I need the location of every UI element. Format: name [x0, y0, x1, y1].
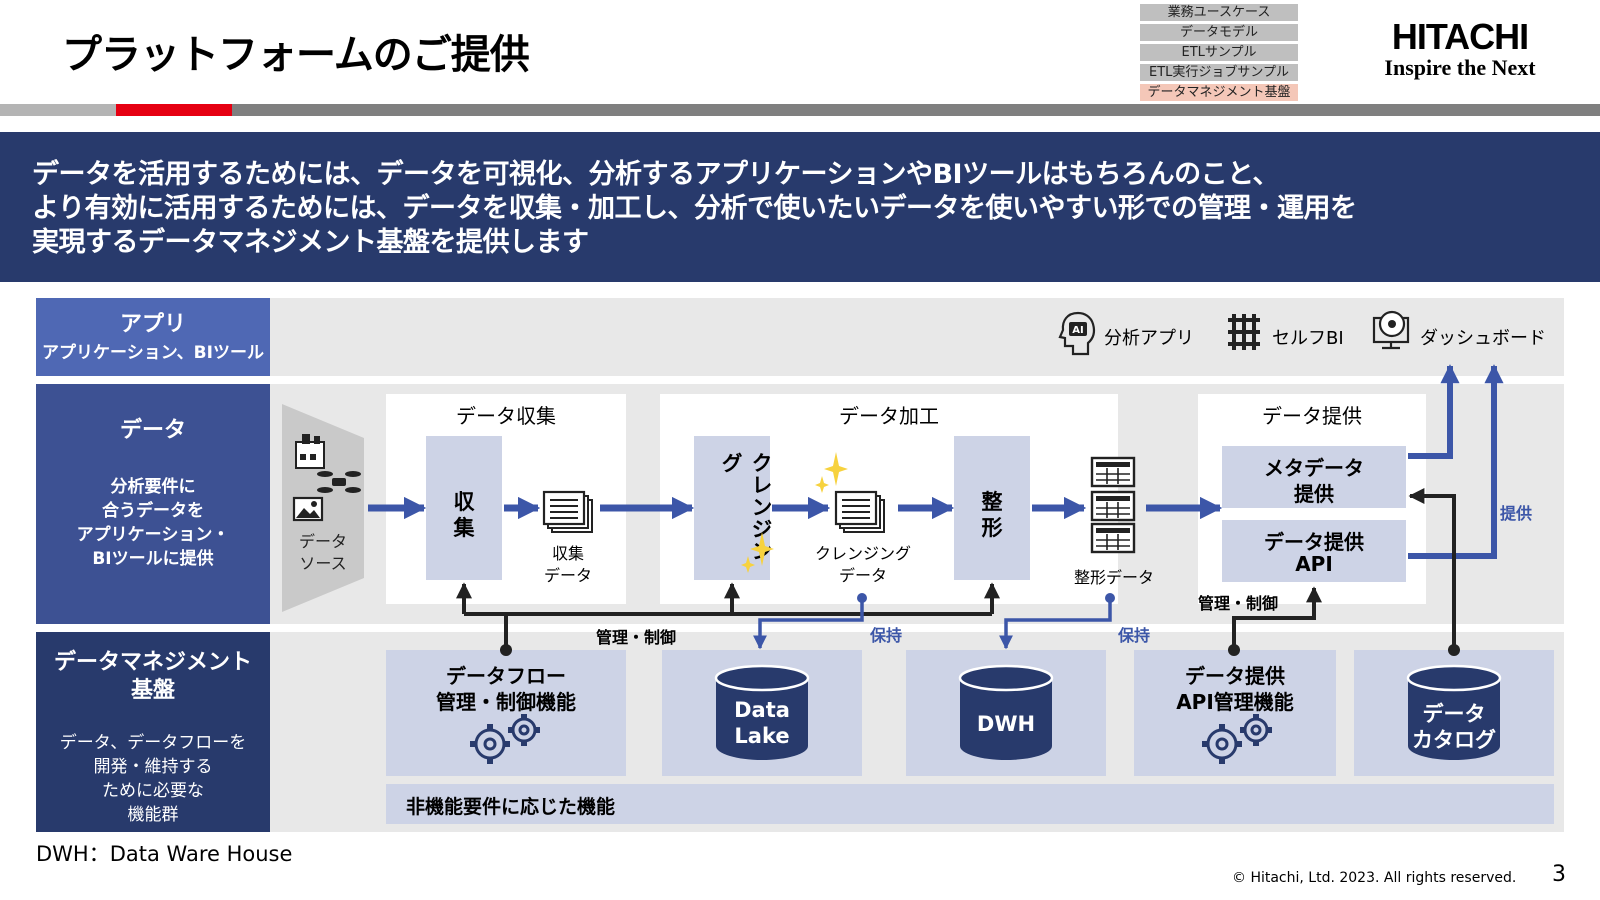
mgmt-control-label: 管理・制御	[596, 628, 677, 647]
datalake-label-1: Data	[734, 698, 790, 722]
mgmt-row-desc-1: データ、データフローを	[59, 733, 247, 753]
nav-item-etl-sample[interactable]: ETLサンプル	[1140, 44, 1298, 61]
datalake-label-2: Lake	[734, 724, 790, 748]
logo-tagline: Inspire the Next	[1384, 55, 1536, 80]
app-row-subtitle: アプリケーション、BIツール	[42, 343, 264, 363]
collect-data-label-1: 収集	[551, 544, 584, 563]
nav-item-usecase[interactable]: 業務ユースケース	[1140, 4, 1298, 21]
factory-icon	[295, 434, 325, 469]
catalog-label-2: カタログ	[1412, 728, 1496, 752]
gears-icon	[470, 714, 540, 764]
dashboard-icon	[1372, 310, 1410, 350]
hitachi-logo: HITACHI Inspire the Next	[1355, 18, 1565, 80]
cleansing-step-label: クレンジング	[719, 452, 773, 562]
meta-provide-box: メタデータ 提供	[1222, 446, 1406, 508]
summary-banner: データを活用するためには、データを可視化、分析するアプリケーションやBIツールは…	[0, 132, 1600, 282]
data-row-label: データ 分析要件に 合うデータを アプリケーション・ BIツールに提供	[36, 384, 270, 624]
keep-label-2: 保持	[1118, 626, 1151, 645]
api-mgmt-label-1: データ提供	[1185, 664, 1285, 688]
data-source-label-2: ソース	[299, 554, 347, 573]
api-provide-label-2: API	[1295, 552, 1333, 576]
mgmt-row-label: データマネジメント 基盤 データ、データフローを 開発・維持する ために必要な …	[36, 632, 270, 832]
shaping-step-char-1: 整	[981, 490, 1003, 514]
dataflow-mgmt-box: データフロー 管理・制御機能	[386, 650, 626, 776]
header-rule	[0, 104, 1600, 116]
page-number: 3	[1552, 862, 1566, 887]
mgmt-row-title-1: データマネジメント	[53, 650, 252, 675]
cleansing-step-box: クレンジング	[694, 436, 773, 580]
document-stack-icon	[542, 490, 593, 533]
meta-provide-label-2: 提供	[1294, 482, 1334, 506]
api-mgmt-box: データ提供 API管理機能	[1134, 650, 1336, 776]
mgmt-control-label-2: 管理・制御	[1198, 594, 1279, 613]
collect-step-box: 収 集	[426, 436, 502, 580]
collect-section-title: データ収集	[456, 404, 556, 428]
mgmt-row-desc-4: 機能群	[127, 805, 179, 825]
datalake-cylinder	[714, 664, 810, 760]
cleansing-data-label-2: データ	[838, 566, 887, 585]
page-title: プラットフォームのご提供	[62, 32, 530, 78]
nav-item-datamodel[interactable]: データモデル	[1140, 24, 1298, 41]
data-row-desc-3: アプリケーション・	[76, 525, 230, 545]
catalog-label-1: データ	[1422, 702, 1486, 726]
mgmt-row-desc-3: ために必要な	[102, 781, 204, 801]
data-source-label-1: データ	[298, 532, 347, 551]
data-row-desc-2: 合うデータを	[102, 501, 204, 521]
api-mgmt-label-2: API管理機能	[1176, 690, 1294, 714]
app-selfbi-label: セルフBI	[1272, 328, 1344, 349]
mgmt-row-desc-2: 開発・維持する	[93, 757, 213, 777]
dwh-cylinder	[958, 664, 1054, 760]
gears-icon-2	[1202, 714, 1272, 764]
process-section-title: データ加工	[839, 404, 939, 428]
sparkle-icon-2	[815, 452, 848, 493]
table-stack-icon	[1090, 456, 1136, 554]
app-analytics-label: 分析アプリ	[1104, 328, 1194, 349]
keep-label-1: 保持	[870, 626, 903, 645]
drone-icon	[317, 471, 361, 493]
collect-data-label-2: データ	[543, 566, 592, 585]
nonfunctional-label: 非機能要件に応じた機能	[406, 796, 616, 818]
collect-step-char-2: 集	[453, 516, 475, 540]
banner-line-2: より有効に活用するためには、データを収集・加工し、分析で使いたいデータを使いやす…	[32, 193, 1357, 224]
nav-item-etl-job[interactable]: ETL実行ジョブサンプル	[1140, 64, 1298, 81]
data-row-title: データ	[119, 418, 186, 443]
svg-text:AI: AI	[1072, 325, 1083, 336]
circuit-icon	[1228, 314, 1260, 350]
banner-line-1: データを活用するためには、データを可視化、分析するアプリケーションやBIツールは…	[32, 159, 1280, 190]
document-stack-icon-2	[834, 490, 885, 533]
app-row-title: アプリ	[119, 312, 186, 337]
footnote: DWH：Data Ware House	[36, 842, 293, 866]
provide-section-title: データ提供	[1262, 404, 1362, 428]
provide-label: 提供	[1500, 504, 1533, 523]
sparkle-icon	[741, 532, 774, 573]
shaping-step-box: 整 形	[954, 436, 1030, 580]
ai-head-icon: AI	[1058, 311, 1096, 356]
collect-step-char-1: 収	[453, 490, 475, 514]
copyright: © Hitachi, Ltd. 2023. All rights reserve…	[1232, 870, 1517, 886]
app-dashboard-label: ダッシュボード	[1420, 328, 1546, 349]
data-row-desc-4: BIツールに提供	[92, 549, 214, 569]
api-provide-label-1: データ提供	[1264, 530, 1364, 554]
shaped-data-label: 整形データ	[1073, 568, 1154, 587]
api-provide-box: データ提供 API	[1222, 520, 1406, 582]
shaping-step-char-2: 形	[981, 516, 1003, 540]
mgmt-row-title-2: 基盤	[130, 678, 175, 703]
cleansing-data-label-1: クレンジング	[814, 544, 911, 563]
header-rule-gray	[0, 104, 116, 116]
meta-provide-label-1: メタデータ	[1264, 456, 1364, 480]
app-row-band	[270, 298, 1564, 376]
catalog-cylinder	[1406, 664, 1502, 760]
logo-main-text: HITACHI	[1391, 16, 1529, 57]
dwh-label: DWH	[976, 712, 1036, 736]
nonfunctional-box: 非機能要件に応じた機能	[386, 784, 1554, 824]
header-rule-red	[116, 104, 232, 116]
app-row-label: アプリ アプリケーション、BIツール	[36, 298, 270, 376]
image-icon	[292, 496, 324, 522]
nav-item-data-mgmt[interactable]: データマネジメント基盤	[1140, 84, 1298, 101]
section-nav: 業務ユースケース データモデル ETLサンプル ETL実行ジョブサンプル データ…	[1140, 4, 1298, 104]
banner-line-3: 実現するデータマネジメント基盤を提供します	[32, 227, 589, 258]
data-row-desc-1: 分析要件に	[110, 477, 196, 497]
dataflow-mgmt-label-1: データフロー	[446, 664, 566, 688]
dataflow-mgmt-label-2: 管理・制御機能	[436, 690, 576, 714]
